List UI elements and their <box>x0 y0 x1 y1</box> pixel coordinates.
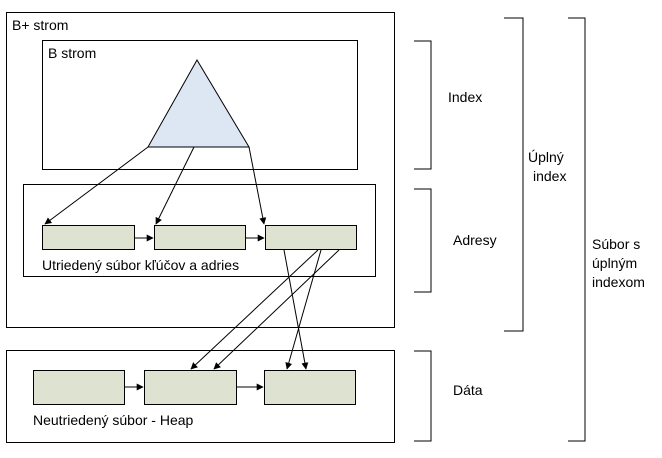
data-record-1 <box>33 370 125 405</box>
b-tree-label: B strom <box>48 45 96 61</box>
bracket-file-label-1: Súbor s <box>592 236 640 252</box>
bracket-file-label-3: indexom <box>592 274 645 290</box>
b-tree-triangle <box>147 59 250 148</box>
address-record-3 <box>265 225 357 250</box>
arrow-record3-to-data3-a <box>283 249 309 370</box>
b-plus-tree-box <box>6 12 395 328</box>
arrow-triangle-to-record3 <box>248 146 267 225</box>
addresses-box <box>23 184 376 277</box>
bracket-file-label-2: úplným <box>592 255 637 271</box>
bracket-full-index-label-2: index <box>533 168 566 184</box>
arrow-record3-to-data2-a <box>190 249 319 370</box>
bracket-data-label: Dáta <box>453 382 483 398</box>
address-record-1 <box>42 225 135 250</box>
arrow-triangle-to-record2 <box>155 146 195 225</box>
bracket-data <box>414 350 432 442</box>
data-box <box>6 350 395 443</box>
bracket-file <box>568 17 586 442</box>
data-box-label: Neutriedený súbor - Heap <box>33 412 194 428</box>
bracket-full-index <box>504 17 524 332</box>
address-record-2 <box>154 225 246 250</box>
data-record-2 <box>144 370 237 405</box>
data-record-3 <box>264 370 356 405</box>
bracket-index-label: Index <box>448 89 482 105</box>
b-plus-tree-label: B+ strom <box>12 17 68 33</box>
arrow-record3-to-data3-b <box>285 249 322 370</box>
arrow-record3-to-data2-b <box>213 249 340 370</box>
addresses-box-label: Utriedený súbor kľúčov a adries <box>42 257 239 273</box>
bracket-full-index-label-1: Úplný <box>528 149 564 165</box>
bracket-adresy-label: Adresy <box>453 232 497 248</box>
b-tree-box <box>42 40 358 170</box>
bracket-adresy <box>414 188 432 293</box>
arrow-triangle-to-record1 <box>44 146 149 225</box>
bracket-index <box>414 40 432 170</box>
